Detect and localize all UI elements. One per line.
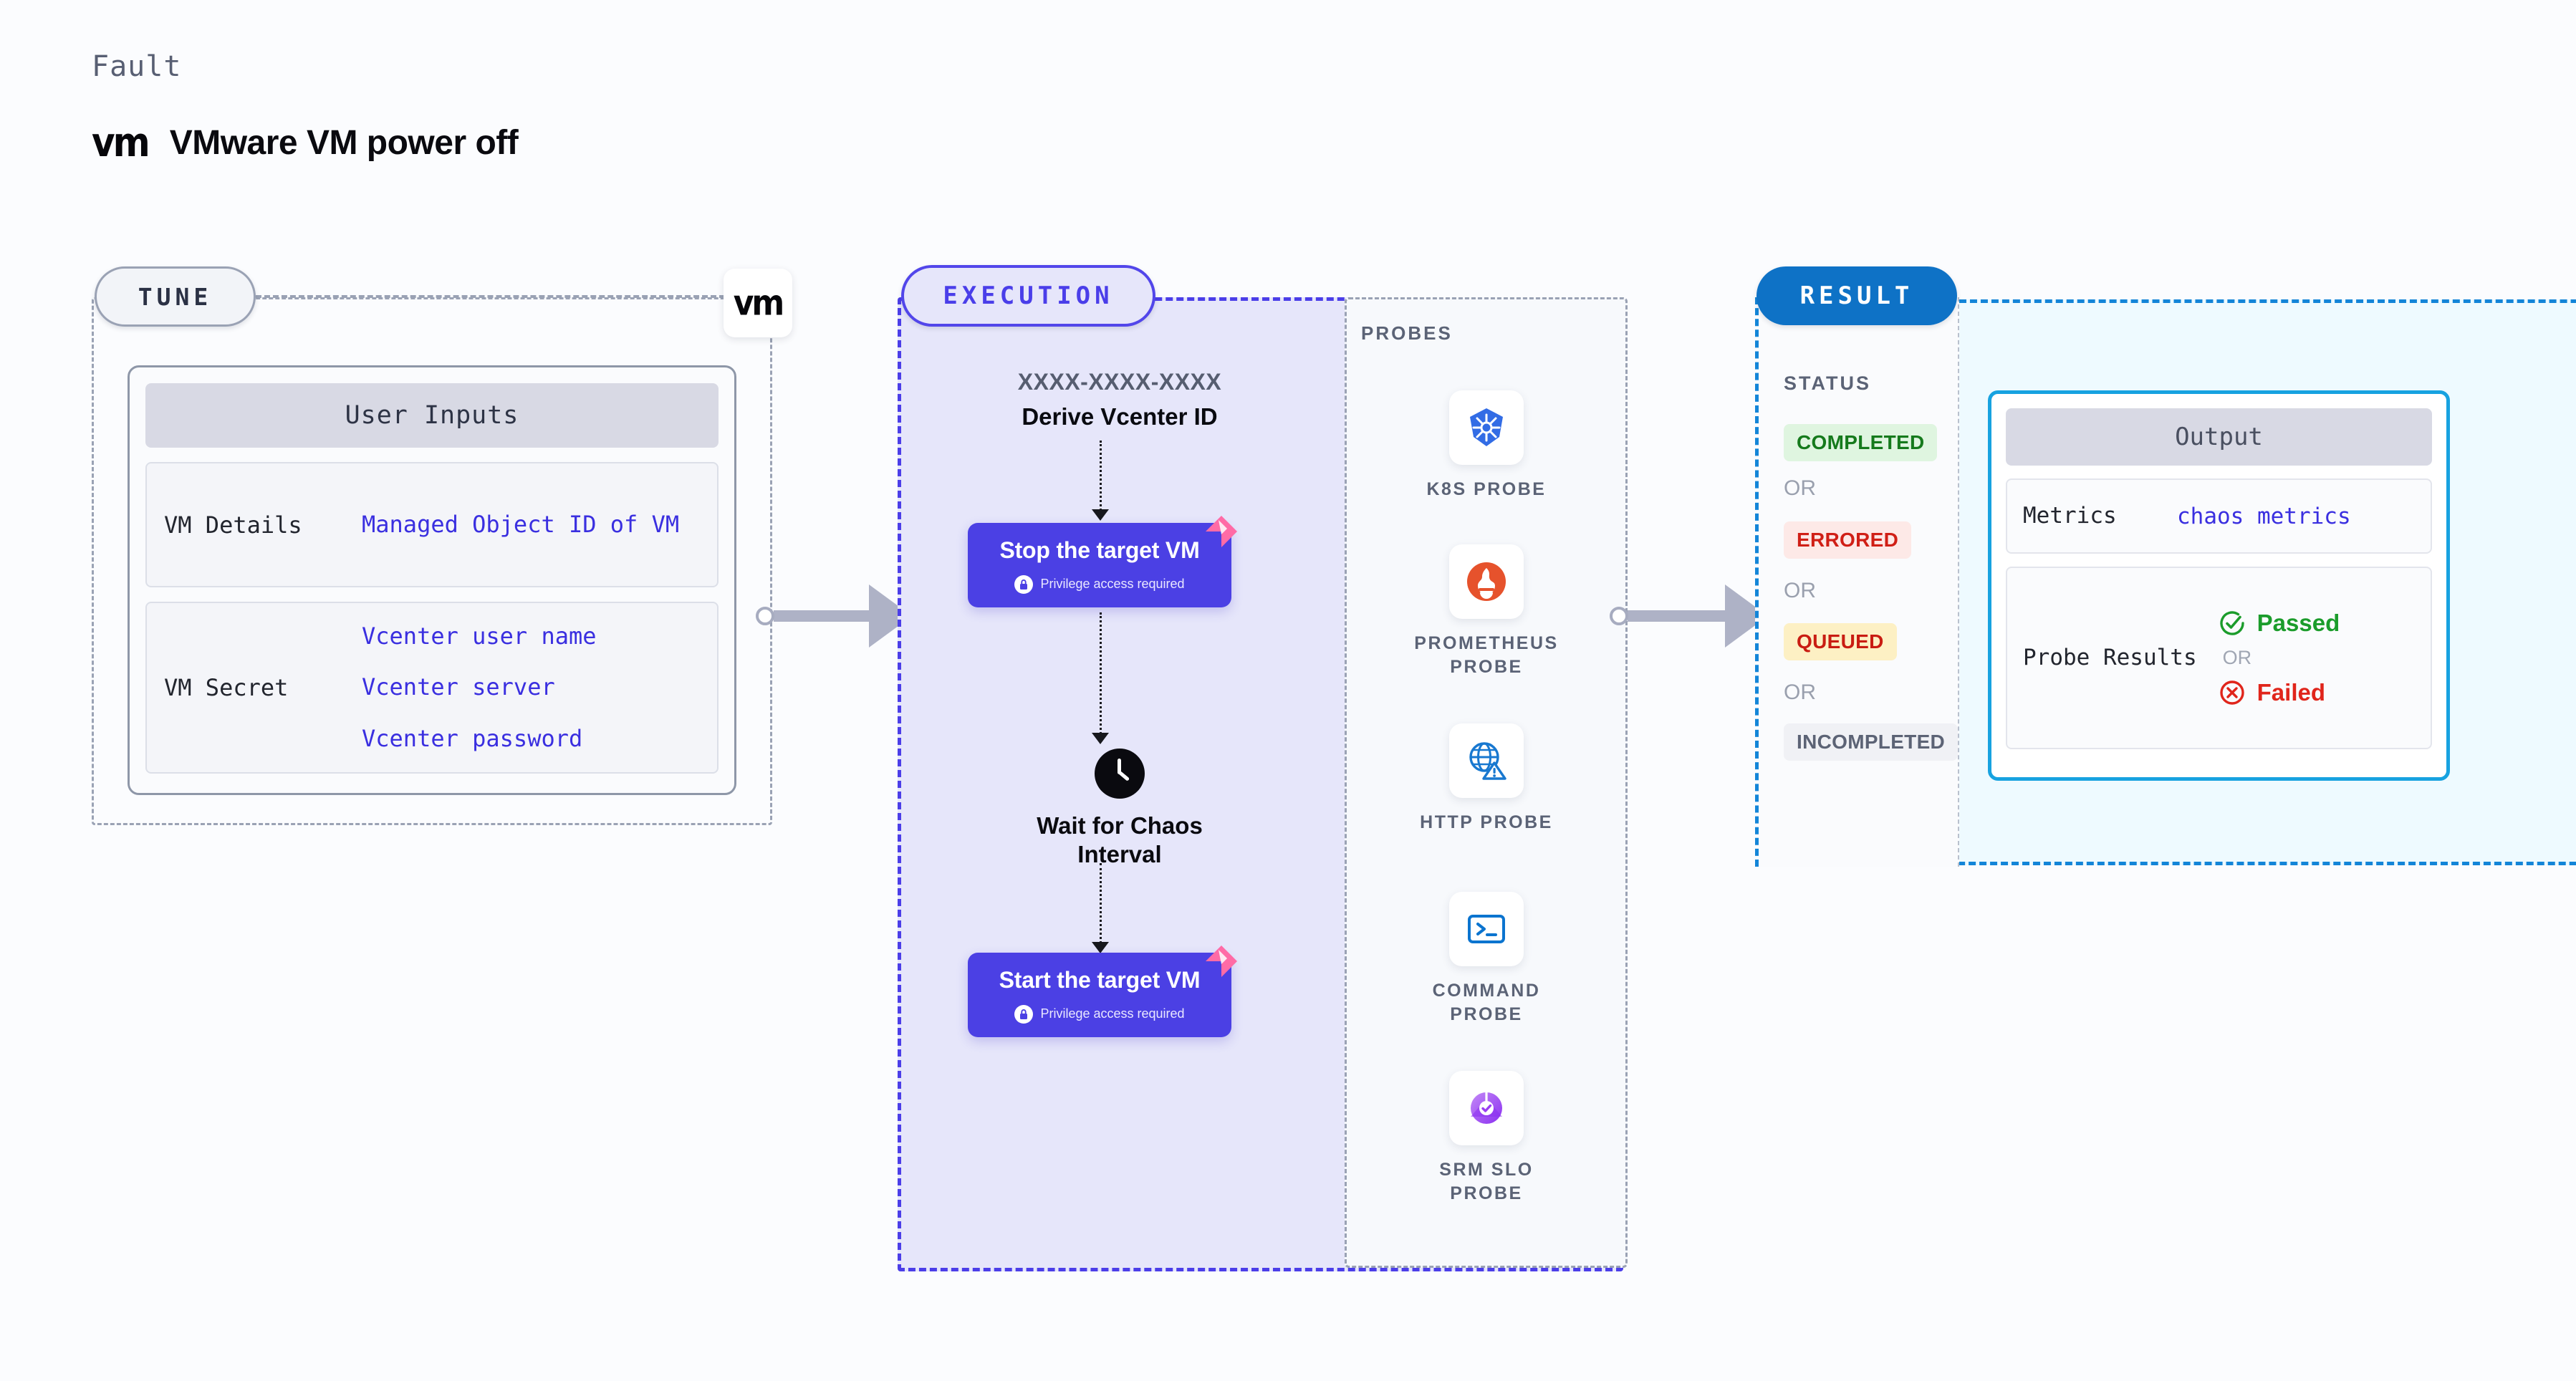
terminal-icon (1449, 892, 1524, 966)
chaos-fault-ribbon-icon (1206, 945, 1237, 977)
node-title: Stop the target VM (999, 536, 1200, 563)
output-card: Output Metrics chaos metrics Probe Resul… (1988, 390, 2450, 781)
tune-panel (92, 297, 772, 825)
tune-pill[interactable]: TUNE (95, 266, 256, 327)
probe-command[interactable]: COMMAND PROBE (1418, 892, 1554, 1026)
lock-icon (1014, 1004, 1034, 1024)
check-circle-icon (2219, 611, 2244, 635)
output-label: Metrics (2023, 503, 2117, 529)
probe-result-values: Passed OR Failed (2219, 610, 2340, 706)
output-title: Output (2006, 408, 2432, 466)
output-value: chaos metrics (2177, 503, 2351, 529)
result-status-panel (1755, 297, 1959, 867)
input-label: VM Secret (164, 674, 289, 701)
tune-logo-connector (256, 295, 725, 298)
or-separator: OR (1784, 579, 1816, 602)
flow-arrow-2 (1100, 612, 1102, 734)
status-badge-completed: COMPLETED (1784, 424, 1938, 461)
passed-label: Passed (2257, 610, 2340, 636)
input-values: Managed Object ID of VM (362, 510, 680, 538)
execution-pill[interactable]: EXECUTION (901, 265, 1155, 327)
node-stop-target-vm[interactable]: Stop the target VM Privilege access requ… (968, 516, 1237, 607)
vmware-chip-logo-icon: vm (733, 282, 785, 324)
node-start-target-vm[interactable]: Start the target VM Privilege access req… (968, 945, 1237, 1037)
input-label: VM Details (164, 511, 302, 539)
x-circle-icon (2219, 680, 2244, 705)
clock-icon (1095, 749, 1145, 799)
output-label: Probe Results (2023, 645, 2197, 671)
probe-result-passed: Passed (2219, 610, 2340, 637)
status-badge-errored: ERRORED (1784, 521, 1912, 559)
probe-label: HTTP PROBE (1420, 812, 1553, 832)
node-subtitle: Privilege access required (1014, 574, 1185, 594)
step-id: XXXX-XXXX-XXXX (1017, 369, 1222, 395)
node-wait-chaos-interval: Wait for Chaos Interval (898, 749, 1342, 868)
execution-flow: XXXX-XXXX-XXXX Derive Vcenter ID Stop th… (898, 297, 1342, 1271)
or-separator: OR (1784, 680, 1816, 704)
node-subtitle-text: Privilege access required (1040, 577, 1185, 591)
kubernetes-icon (1449, 390, 1524, 465)
step-title: Derive Vcenter ID (1022, 403, 1218, 430)
node-title: Start the target VM (999, 966, 1201, 993)
failed-label: Failed (2257, 679, 2325, 706)
user-inputs-card: User Inputs VM Details Managed Object ID… (128, 365, 736, 795)
probe-srm-slo[interactable]: SRM SLO PROBE (1418, 1071, 1554, 1205)
page-kicker: Fault (92, 50, 182, 83)
input-values: Vcenter user name Vcenter server Vcenter… (362, 622, 597, 752)
globe-warning-icon (1449, 723, 1524, 798)
flow-arrowhead-3 (1092, 942, 1109, 953)
probe-label: COMMAND PROBE (1432, 981, 1541, 1024)
node-subtitle-text: Privilege access required (1040, 1006, 1185, 1021)
output-row-metrics[interactable]: Metrics chaos metrics (2006, 478, 2432, 554)
or-separator: OR (1784, 476, 1816, 500)
vmware-logo-icon: vm (92, 119, 150, 166)
probes-heading: PROBES (1361, 322, 1453, 344)
wait-label: Wait for Chaos Interval (1037, 812, 1203, 867)
page-title-text: VMware VM power off (169, 123, 519, 162)
status-badge-queued: QUEUED (1784, 623, 1897, 660)
flow-arrow-3 (1100, 863, 1102, 943)
status-heading: STATUS (1784, 372, 1871, 394)
status-badge-incompleted: INCOMPLETED (1784, 723, 1959, 761)
user-inputs-title: User Inputs (145, 383, 719, 448)
probe-http[interactable]: HTTP PROBE (1418, 723, 1554, 834)
lock-icon (1014, 574, 1034, 594)
probe-result-failed: Failed (2219, 679, 2340, 706)
probe-label: PROMETHEUS PROBE (1414, 633, 1559, 677)
vmware-chip: vm (724, 269, 792, 337)
prometheus-icon (1449, 544, 1524, 619)
flow-arrowhead-2 (1092, 733, 1109, 744)
connector-tune-to-execution (756, 584, 921, 648)
probe-label: K8S PROBE (1426, 479, 1547, 499)
input-row-vm-details[interactable]: VM Details Managed Object ID of VM (145, 462, 719, 587)
flow-arrow-1 (1100, 441, 1102, 511)
input-row-vm-secret[interactable]: VM Secret Vcenter user name Vcenter serv… (145, 602, 719, 774)
page-title: vm VMware VM power off (92, 119, 519, 166)
probe-prometheus[interactable]: PROMETHEUS PROBE (1414, 544, 1557, 678)
output-row-probe-results[interactable]: Probe Results Passed OR Failed (2006, 567, 2432, 749)
connector-execution-to-result (1610, 584, 1778, 648)
probe-label: SRM SLO PROBE (1439, 1160, 1534, 1203)
slo-gauge-icon (1449, 1071, 1524, 1145)
result-pill[interactable]: RESULT (1756, 266, 1957, 325)
chaos-fault-ribbon-icon (1206, 516, 1237, 547)
node-subtitle: Privilege access required (1014, 1004, 1185, 1024)
flow-arrowhead-1 (1092, 509, 1109, 521)
or-separator: OR (2222, 647, 2252, 668)
probe-k8s[interactable]: K8S PROBE (1418, 390, 1554, 501)
